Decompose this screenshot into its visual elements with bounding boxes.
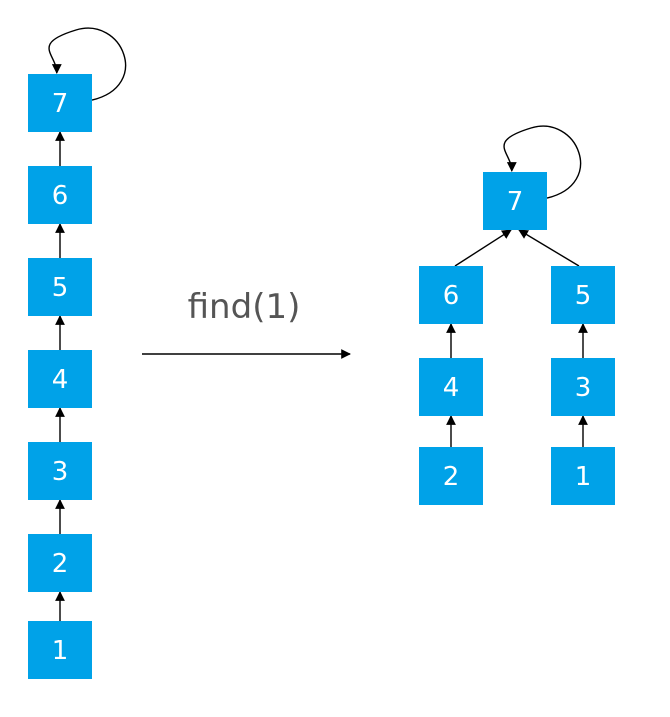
after-node-box — [419, 266, 483, 324]
after-node-2: 2 — [419, 447, 483, 505]
before-node-box — [28, 258, 92, 316]
after-node-label: 2 — [443, 462, 460, 492]
before-node-box — [28, 166, 92, 224]
after-node-box — [483, 172, 547, 230]
after-node-label: 1 — [575, 462, 592, 492]
before-node-box — [28, 350, 92, 408]
before-node-box — [28, 621, 92, 679]
before-node-label: 1 — [52, 636, 69, 666]
before-node-1: 1 — [28, 621, 92, 679]
after-node-label: 3 — [575, 373, 592, 403]
after-node-box — [551, 266, 615, 324]
after-edge-6-to-7 — [454, 229, 512, 267]
after-node-7: 7 — [483, 172, 547, 230]
after-node-label: 6 — [443, 281, 460, 311]
after-node-label: 5 — [575, 281, 592, 311]
before-node-label: 2 — [52, 549, 69, 579]
after-edge-5-to-7 — [518, 229, 580, 267]
after-node-box — [551, 358, 615, 416]
before-node-box — [28, 442, 92, 500]
before-node-box — [28, 534, 92, 592]
after-node-3: 3 — [551, 358, 615, 416]
after-node-6: 6 — [419, 266, 483, 324]
after-node-4: 4 — [419, 358, 483, 416]
after-node-box — [419, 447, 483, 505]
after-edge-7-self-loop — [503, 125, 582, 199]
before-node-box — [28, 74, 92, 132]
before-node-7: 7 — [28, 74, 92, 132]
before-node-2: 2 — [28, 534, 92, 592]
nodes-layer: 7 6 5 4 3 2 1 7 6 5 4 3 2 1 — [28, 74, 615, 679]
before-node-label: 6 — [52, 181, 69, 211]
before-node-5: 5 — [28, 258, 92, 316]
before-node-label: 5 — [52, 273, 69, 303]
before-edge-7-self-loop — [48, 27, 127, 101]
before-node-label: 7 — [52, 89, 69, 119]
before-node-6: 6 — [28, 166, 92, 224]
after-node-box — [551, 447, 615, 505]
after-node-label: 4 — [443, 373, 460, 403]
operation-label: find(1) — [188, 287, 301, 327]
after-node-5: 5 — [551, 266, 615, 324]
before-node-label: 4 — [52, 365, 69, 395]
after-node-box — [419, 358, 483, 416]
after-node-label: 7 — [507, 187, 524, 217]
before-node-4: 4 — [28, 350, 92, 408]
edges-layer — [48, 27, 588, 621]
before-node-label: 3 — [52, 457, 69, 487]
after-node-1: 1 — [551, 447, 615, 505]
before-node-3: 3 — [28, 442, 92, 500]
